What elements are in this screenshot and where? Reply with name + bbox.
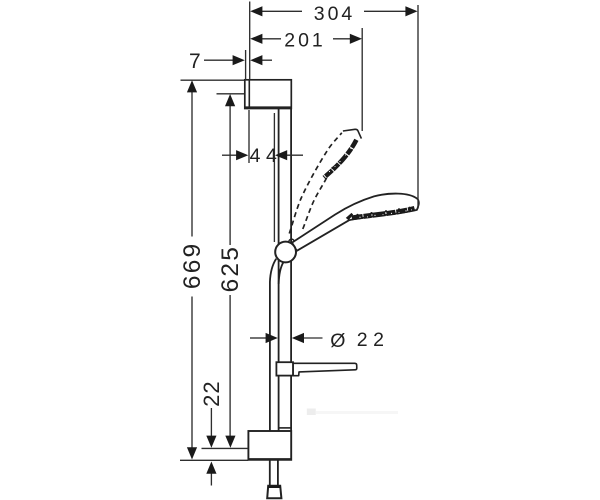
svg-text:669: 669: [179, 242, 206, 289]
svg-text:22: 22: [199, 380, 224, 406]
svg-text:Ø: Ø: [330, 330, 345, 352]
svg-text:625: 625: [217, 245, 244, 292]
svg-text:201: 201: [284, 30, 326, 52]
svg-text:44: 44: [250, 145, 283, 167]
svg-text:7: 7: [189, 50, 204, 73]
svg-text:22: 22: [357, 329, 390, 351]
svg-text:304: 304: [314, 3, 356, 25]
